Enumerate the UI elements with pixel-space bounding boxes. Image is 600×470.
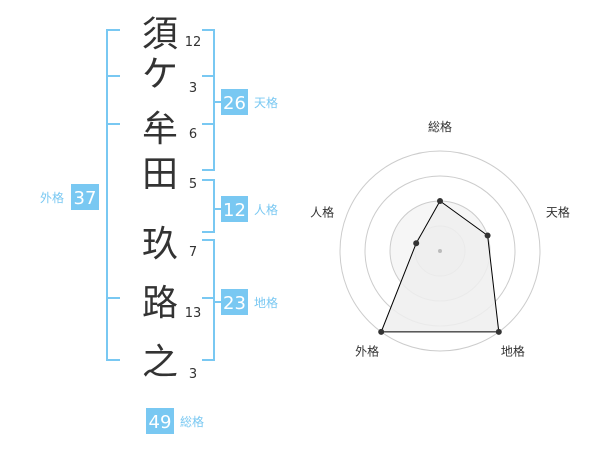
tenkaku-badge: 26 天格 xyxy=(221,89,278,115)
radar-point-3 xyxy=(495,328,502,335)
jinkaku-badge-box xyxy=(221,196,248,222)
radar-axis-label-3: 地格 xyxy=(501,343,525,358)
stroke-count-2: 3 xyxy=(189,81,197,96)
radar-point-4 xyxy=(378,328,385,335)
name-char-2: ケ xyxy=(142,54,178,95)
tenkaku-label: 天格 xyxy=(254,95,278,110)
jinkaku-bracket xyxy=(202,179,221,233)
gaikaku-badge: 外格 37 xyxy=(40,184,99,210)
name-char-7: 之 xyxy=(142,342,178,383)
gaikaku-value: 37 xyxy=(74,188,97,209)
chikaku-value: 23 xyxy=(223,293,246,314)
radar-polygon xyxy=(380,200,500,333)
name-char-3: 牟 xyxy=(142,109,178,150)
soukaku-value: 49 xyxy=(149,412,172,433)
radar-axis-label-5: 人格 xyxy=(310,205,334,220)
jinkaku-badge: 12 人格 xyxy=(221,196,278,222)
stroke-count-7: 3 xyxy=(189,367,197,382)
name-column: 須 ケ 牟 田 玖 路 之 xyxy=(142,14,178,383)
name-char-1: 須 xyxy=(142,14,178,55)
stroke-count-1: 12 xyxy=(185,35,202,50)
stroke-counts: 12 3 6 5 7 13 3 xyxy=(185,35,202,382)
tenkaku-bracket xyxy=(202,29,221,171)
radar-point-5 xyxy=(413,240,420,247)
chikaku-badge: 23 地格 xyxy=(221,289,278,315)
radar-axis-label-4: 外格 xyxy=(355,343,379,358)
stroke-count-3: 6 xyxy=(189,127,197,142)
chikaku-label: 地格 xyxy=(254,295,278,310)
radar-axis-label-1: 総格 xyxy=(428,119,452,134)
stroke-count-6: 13 xyxy=(185,306,202,321)
soukaku-badge-box xyxy=(146,408,174,434)
radar-point-1 xyxy=(437,198,443,204)
name-char-5: 玖 xyxy=(142,224,178,265)
tenkaku-value: 26 xyxy=(223,93,246,114)
radar-point-2 xyxy=(484,232,491,239)
name-char-6: 路 xyxy=(142,283,178,324)
tenkaku-badge-box xyxy=(221,89,248,115)
name-char-4: 田 xyxy=(142,154,178,195)
jinkaku-label: 人格 xyxy=(254,202,278,217)
chikaku-badge-box xyxy=(221,289,248,315)
soukaku-label: 総格 xyxy=(180,414,204,429)
radar-axis-label-2: 天格 xyxy=(546,205,570,220)
gaikaku-badge-box xyxy=(71,184,99,210)
stroke-count-5: 7 xyxy=(189,245,197,260)
jinkaku-value: 12 xyxy=(223,200,246,221)
stroke-count-4: 5 xyxy=(189,177,197,192)
radar-center xyxy=(438,249,442,253)
soukaku-badge: 49 総格 xyxy=(146,408,204,434)
gaikaku-label: 外格 xyxy=(40,190,64,205)
chikaku-bracket xyxy=(202,239,221,361)
gaikaku-bracket xyxy=(106,29,120,361)
